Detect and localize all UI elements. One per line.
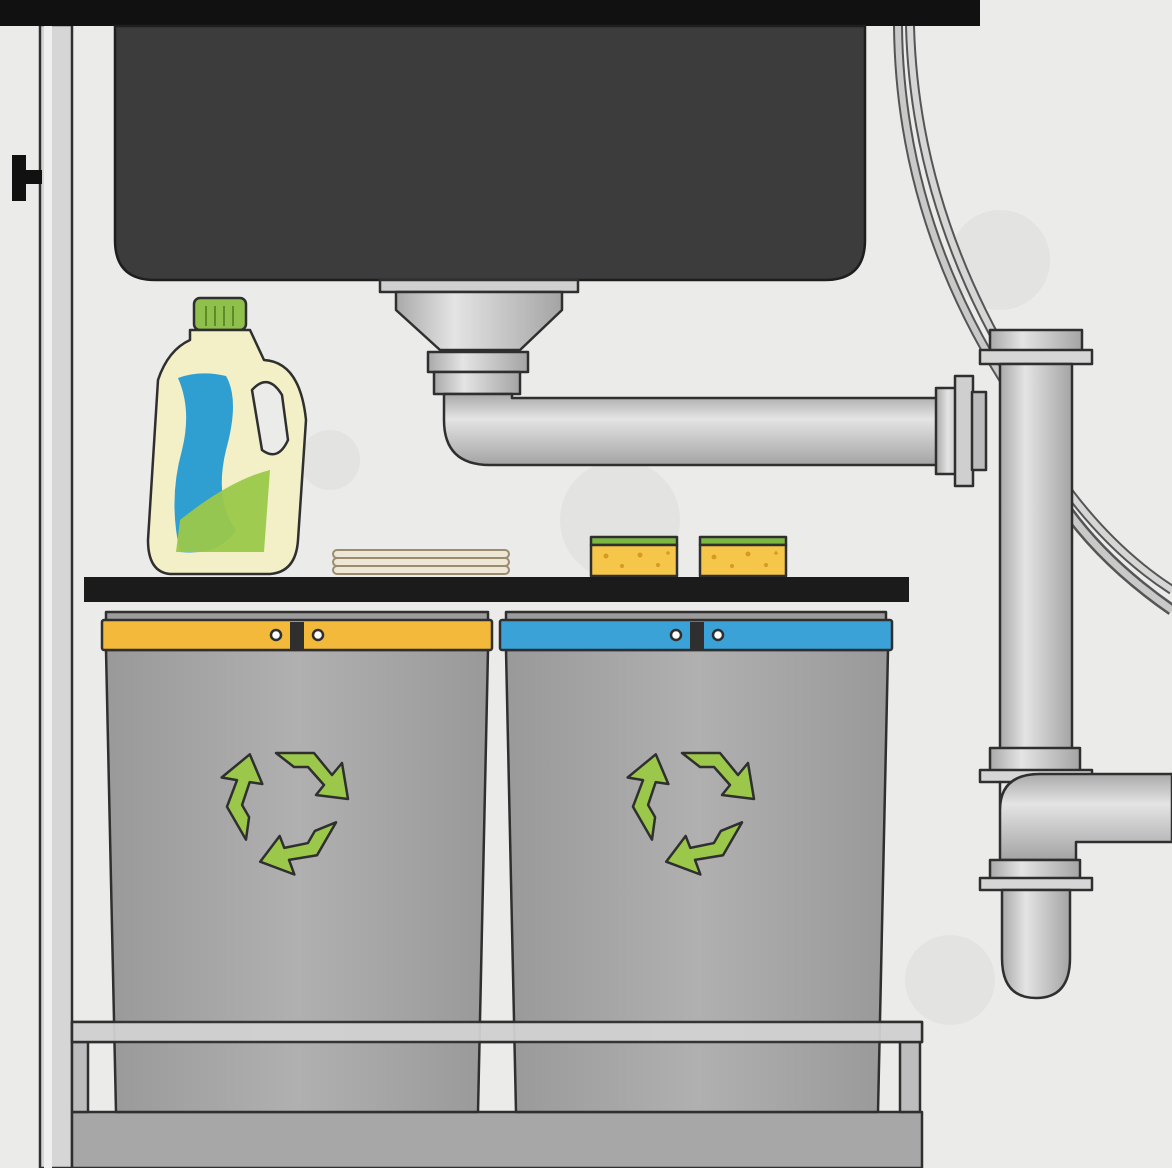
countertop-edge [0, 0, 980, 26]
sponge [589, 535, 679, 578]
trap-pipe [442, 374, 988, 488]
hinge-icon [12, 155, 42, 201]
detergent-bottle [146, 296, 308, 576]
shelf [84, 577, 909, 602]
recycling-bin-yellow[interactable] [100, 610, 494, 1114]
sponge [698, 535, 788, 578]
recycling-bin-blue[interactable] [498, 610, 894, 1114]
cabinet-side-frame [38, 23, 74, 1168]
drain-strainer [378, 278, 580, 396]
bin-frame-front [70, 1020, 924, 1044]
sink-basin [113, 24, 867, 282]
cloths [332, 549, 510, 575]
vertical-drain-pipe [978, 328, 1172, 1000]
